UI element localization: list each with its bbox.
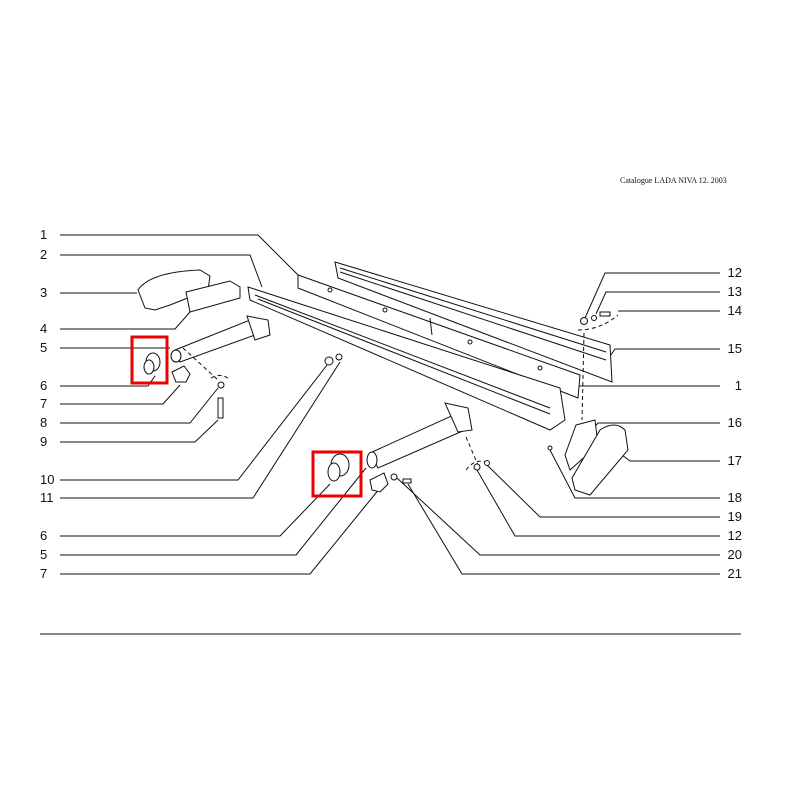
callout-label: 9: [40, 434, 48, 449]
callout-label: 1: [734, 378, 742, 393]
highlight-box-left-bushing: [130, 335, 169, 385]
right-bracket-tube: [366, 402, 490, 493]
callout-label: 12: [727, 265, 742, 280]
callout-label: 12: [727, 528, 742, 543]
rubber-bushing-left: [143, 352, 161, 375]
callout-label: 17: [727, 453, 742, 468]
callout-label: 19: [727, 509, 742, 524]
callout-label: 20: [727, 547, 742, 562]
leader-lines-right: [396, 272, 720, 575]
end-cap-right: [547, 311, 629, 496]
callout-label: 13: [727, 284, 742, 299]
callout-label: 15: [727, 341, 742, 356]
callout-label: 18: [727, 490, 742, 505]
callout-label: 1: [40, 227, 48, 242]
callout-label: 10: [40, 472, 55, 487]
bumper-beam: [247, 286, 566, 431]
callout-label: 14: [727, 303, 742, 318]
callout-label: 11: [40, 490, 54, 505]
callout-label: 7: [40, 566, 48, 581]
left-bracket-tube: [170, 315, 271, 419]
bumper-reinforcement: [297, 261, 613, 399]
callout-label: 2: [40, 247, 48, 262]
callout-label: 6: [40, 378, 48, 393]
callout-label: 3: [40, 285, 48, 300]
callout-label: 7: [40, 396, 48, 411]
callout-label: 4: [40, 321, 48, 336]
end-cap-left: [137, 269, 241, 313]
callout-label: 8: [40, 415, 48, 430]
highlight-box-right-bushing: [311, 450, 363, 498]
catalogue-caption: Catalogue LADA NIVA 12. 2003: [620, 176, 727, 185]
nut: [324, 356, 334, 366]
callout-label: 5: [40, 340, 48, 355]
callout-label: 5: [40, 547, 48, 562]
washer: [335, 353, 343, 361]
callout-label: 21: [727, 566, 742, 581]
rubber-bushing-right: [327, 453, 350, 482]
callout-label: 6: [40, 528, 48, 543]
callout-label: 16: [727, 415, 742, 430]
